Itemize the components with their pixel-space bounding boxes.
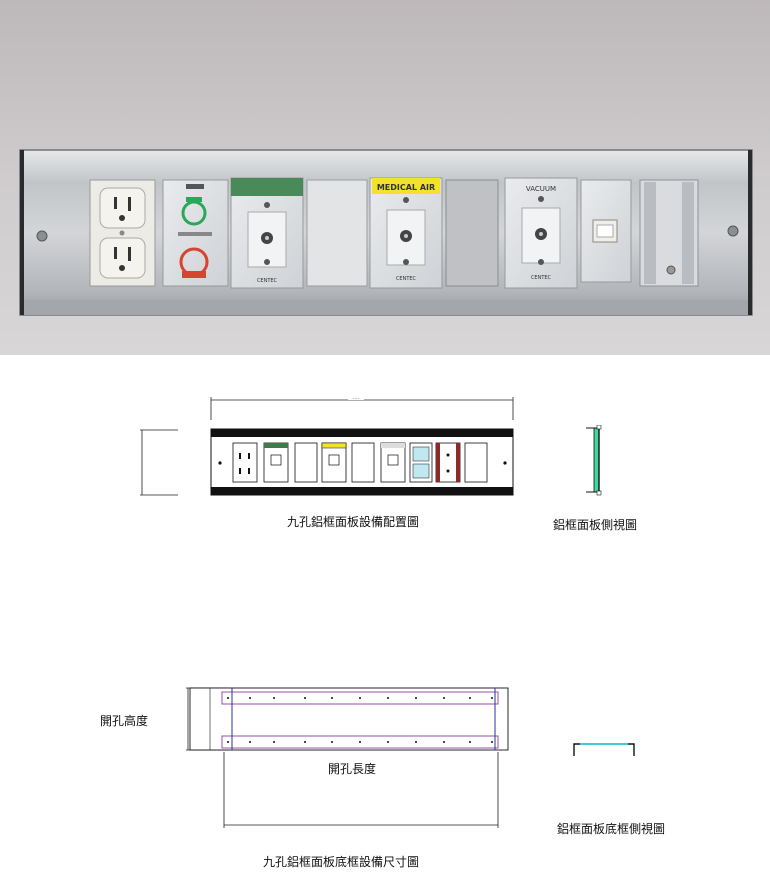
svg-text:~~~: ~~~ xyxy=(352,397,360,401)
gas-outlet-medical-air: MEDICAL AIR CENTEC xyxy=(369,177,443,289)
equipment-rail xyxy=(639,179,699,287)
screw-right xyxy=(727,225,739,237)
centec-label-1: CENTEC xyxy=(257,278,278,284)
front-view-drawing: ~~~ xyxy=(140,396,514,496)
cutout-height-label: 開孔高度 xyxy=(100,714,149,728)
gas-outlet-vacuum: VACUUM CENTEC xyxy=(504,177,578,289)
screw-left xyxy=(36,230,48,242)
gas-outlet-oxygen: CENTEC xyxy=(230,177,304,289)
light-switch xyxy=(580,179,632,283)
blank-plate-1 xyxy=(306,179,368,287)
cutout-length-label: 開孔長度 xyxy=(328,762,377,776)
base-frame-side-drawing xyxy=(573,743,635,756)
centec-label-3: CENTEC xyxy=(531,275,552,281)
blank-plate-2 xyxy=(445,179,499,287)
base-frame-side-caption: 鋁框面板底框側視圖 xyxy=(557,822,666,836)
base-frame-drawing xyxy=(186,687,509,828)
side-view-caption: 鋁框面板側視圖 xyxy=(553,518,638,532)
side-view-drawing xyxy=(586,425,602,496)
front-view-caption: 九孔鋁框面板設備配置圖 xyxy=(287,515,420,529)
panel-photo: CENTEC MEDICAL AIR CENTEC VACUUM CENTEC xyxy=(0,0,770,355)
medical-air-label: MEDICAL AIR xyxy=(377,183,435,192)
duplex-outlet xyxy=(89,179,156,287)
vacuum-label: VACUUM xyxy=(526,185,556,193)
nurse-call-module xyxy=(162,179,229,287)
centec-label-2: CENTEC xyxy=(396,276,417,282)
base-frame-dimensions-caption: 九孔鋁框面板底框設備尺寸圖 xyxy=(263,855,420,869)
